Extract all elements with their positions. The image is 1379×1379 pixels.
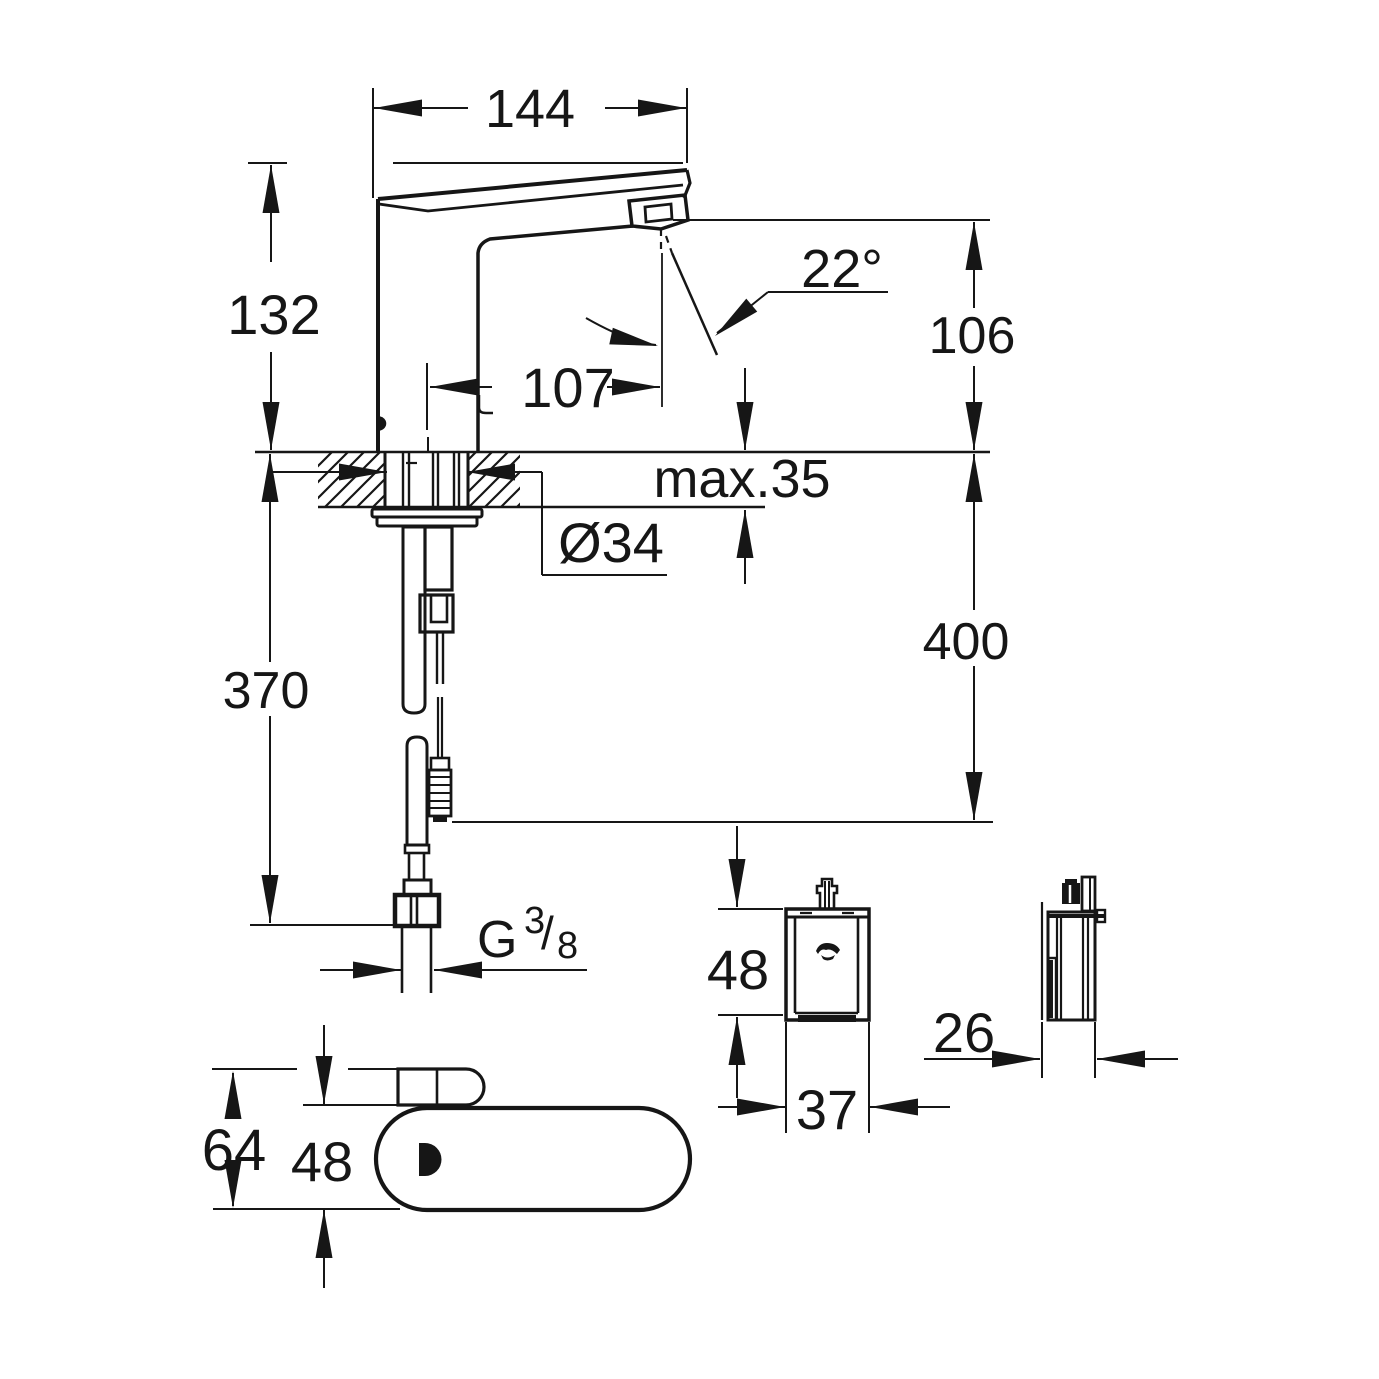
dim-overall-depth-label: 64 [202,1118,267,1183]
thread-slash: / [541,907,554,959]
water-stream [585,229,888,407]
control-box-side-view [1040,875,1107,1022]
dimension-labels: 144 132 107 22° 106 max.35 Ø34 370 400 G… [202,79,1016,1193]
supply-hose [392,525,455,993]
sensor-window-dot [378,416,387,431]
thread-letter: G [477,911,517,969]
sensor-cable [436,697,444,758]
dim-spout-width-label: 144 [485,79,575,139]
faucet-side-view [376,162,692,452]
dim-hose-length-label: 370 [223,662,310,720]
dim-box-depth-label: 26 [933,1001,995,1064]
dim-body-height-label: 132 [227,283,320,346]
thread-size-label: G 3 / 8 [477,900,578,969]
control-box-front-view [784,877,871,1022]
dim-spout-reach-label: 107 [521,356,614,419]
grohe-logo [816,943,840,954]
faucet-top-view [373,1067,693,1213]
thread-denominator: 8 [557,925,578,967]
top-view-spout [396,1067,486,1107]
top-view-body [373,1105,693,1213]
dim-stream-angle-label: 22° [801,239,883,299]
dimension-lines [212,88,1178,1288]
solenoid-valve [423,525,454,592]
dim-connection-drop-label: 400 [923,613,1010,671]
dim-box-height-label: 48 [707,938,769,1001]
top-view-sensor [419,1143,442,1176]
dim-body-depth-label: 48 [291,1130,353,1193]
dim-box-width-label: 37 [796,1078,858,1141]
dim-outlet-height-label: 106 [929,307,1016,365]
mounting-shank [370,452,484,528]
dim-deck-thickness-label: max.35 [653,449,830,509]
aerator-outlet [627,193,690,231]
thread-numerator: 3 [524,900,545,942]
dim-hole-diameter-label: Ø34 [558,511,664,574]
